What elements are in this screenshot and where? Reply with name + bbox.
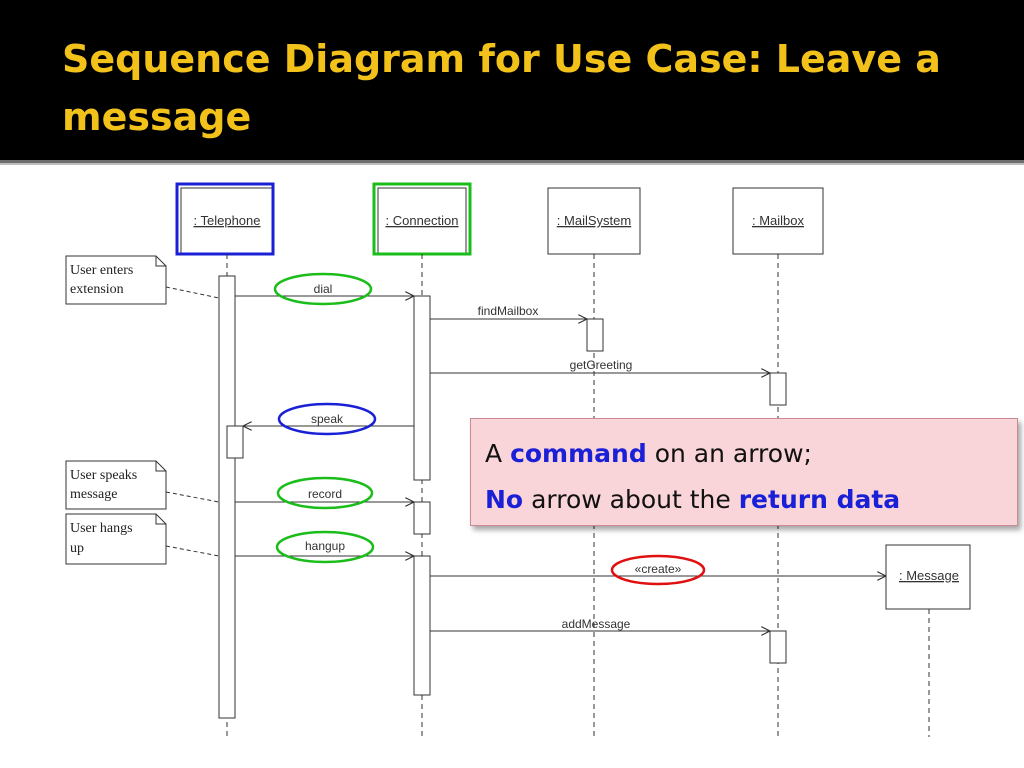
object-telephone-label: : Telephone [194,213,261,228]
label-getgreeting: getGreeting [570,358,633,372]
object-mailsystem: : MailSystem [547,187,641,255]
label-create: «create» [635,562,682,576]
object-message-label: : Message [899,568,959,583]
highlight-hangup [275,530,375,564]
label-addmessage: addMessage [562,617,631,631]
title-divider-highlight [0,163,1024,165]
note-speaks-line2: message [70,487,117,502]
highlight-dial [273,272,373,306]
callout-prefix: A [485,439,503,468]
highlight-record [276,476,374,510]
callout-line-1: A command on an arrow; [485,431,1005,477]
label-findmailbox: findMailbox [478,304,539,318]
callout-box: A command on an arrow; No arrow about th… [470,418,1018,526]
activation-connection-3 [413,555,431,696]
activation-telephone [218,275,236,719]
activation-bars [218,275,787,719]
note-user-speaks-message: User speaks message [65,460,220,510]
callout-suffix: on an arrow; [654,439,812,468]
slide-title: Sequence Diagram for Use Case: Leave a m… [62,37,941,139]
label-hangup: hangup [305,539,345,553]
highlight-ellipses [273,272,706,586]
object-mailbox-label: : Mailbox [752,213,805,228]
highlight-create [610,554,706,586]
title-divider [0,160,1024,163]
note-hangs-line1: User hangs [70,521,133,536]
note-enters-line2: extension [70,282,124,297]
note-speaks-line1: User speaks [70,468,137,483]
note-user-enters-extension: User enters extension [65,255,220,305]
note-user-hangs-up: User hangs up [65,513,220,565]
callout-highlight-command: command [510,439,647,468]
activation-connection-2 [413,501,431,535]
activation-telephone-speak [226,425,244,459]
note-enters-line1: User enters [70,263,133,278]
message-labels: dial findMailbox getGreeting speak recor… [305,282,682,631]
label-record: record [308,487,342,501]
activation-mailsystem [586,318,604,352]
lifelines [226,254,930,737]
object-message: : Message [885,544,971,610]
activation-connection-1 [413,295,431,481]
label-speak: speak [311,412,344,426]
callout-highlight-return-data: return data [738,485,901,514]
object-telephone: : Telephone [175,182,275,256]
object-mailbox: : Mailbox [732,187,824,255]
callout-highlight-no: No [485,485,524,514]
activation-mailbox-2 [769,630,787,664]
callout-middle: arrow about the [531,485,731,514]
object-connection-label: : Connection [386,213,459,228]
callout-line-2: No arrow about the return data [485,477,1005,523]
object-mailsystem-label: : MailSystem [557,213,631,228]
label-dial: dial [314,282,333,296]
message-arrows [235,296,886,631]
object-connection: : Connection [372,182,472,256]
highlight-speak [277,402,377,436]
sequence-diagram: : Telephone : Connection : MailSystem : … [65,182,971,737]
activation-mailbox-1 [769,372,787,406]
note-hangs-line2: up [70,541,84,556]
